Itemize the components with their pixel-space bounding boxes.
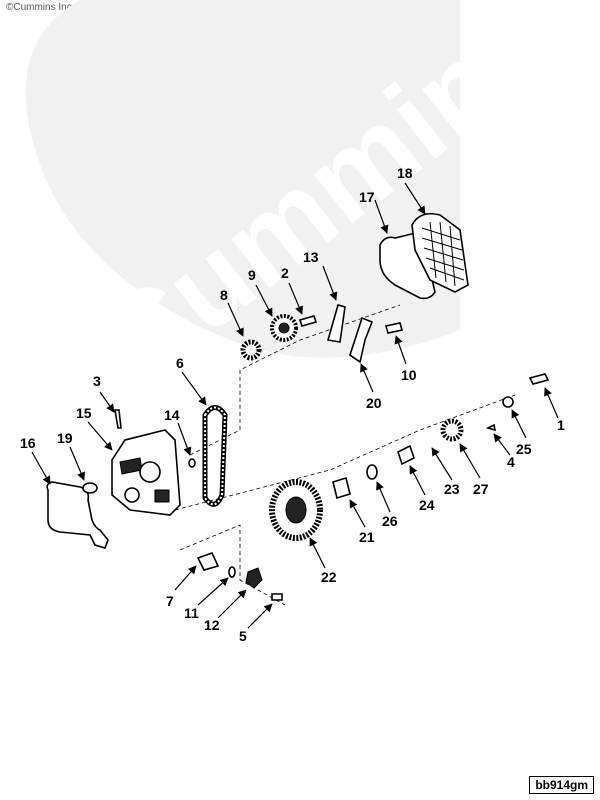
ring-11 — [228, 566, 236, 578]
gasket-16 — [46, 481, 109, 549]
leader-lines — [31, 182, 559, 629]
ring-26 — [366, 464, 378, 480]
label-23: 23 — [444, 481, 460, 497]
label-20: 20 — [366, 395, 382, 411]
bolt-2 — [298, 315, 318, 327]
label-16: 16 — [20, 435, 36, 451]
tensioner-20 — [349, 316, 374, 364]
gear-housing-15 — [111, 429, 181, 516]
gear-27 — [440, 418, 464, 442]
bolt-3 — [114, 409, 122, 429]
label-5: 5 — [239, 628, 247, 644]
label-17: 17 — [359, 189, 375, 205]
label-21: 21 — [359, 529, 375, 545]
spacer-21 — [332, 476, 351, 500]
label-27: 27 — [473, 481, 489, 497]
label-22: 22 — [321, 569, 337, 585]
pin-4 — [485, 423, 497, 432]
tensioner-arm-13 — [326, 304, 346, 343]
label-13: 13 — [303, 249, 319, 265]
label-14: 14 — [164, 407, 180, 423]
label-24: 24 — [419, 497, 435, 513]
label-8: 8 — [220, 287, 228, 303]
label-25: 25 — [516, 441, 532, 457]
label-4: 4 — [507, 454, 515, 470]
copyright-text: ©Cummins Inc — [6, 2, 72, 13]
gear-8 — [240, 339, 262, 361]
drawing-code: bb914gm — [529, 776, 594, 794]
label-11: 11 — [184, 605, 199, 621]
label-12: 12 — [204, 617, 220, 633]
gear-9 — [270, 314, 298, 342]
o-ring-19 — [82, 482, 98, 494]
label-3: 3 — [93, 373, 101, 389]
part-labels: 1 2 3 4 5 6 7 8 9 10 11 12 13 14 15 16 1… — [20, 165, 565, 644]
cover-18 — [411, 212, 469, 293]
label-19: 19 — [57, 430, 73, 446]
label-2: 2 — [281, 265, 289, 281]
label-9: 9 — [248, 267, 256, 283]
label-10: 10 — [401, 367, 417, 383]
plug-14 — [188, 458, 196, 468]
washer-25 — [502, 396, 514, 408]
pulley-12 — [245, 567, 263, 589]
bushing-24 — [397, 444, 415, 466]
shaft-7 — [196, 552, 220, 571]
bolt-10 — [384, 322, 404, 334]
label-1: 1 — [557, 417, 565, 433]
screw-5 — [271, 593, 283, 601]
belt-6 — [202, 405, 228, 507]
label-15: 15 — [76, 405, 92, 421]
watermark-logo: Cummins — [25, 0, 579, 410]
label-7: 7 — [166, 593, 174, 609]
bolt-1 — [528, 373, 550, 385]
gear-22 — [269, 479, 323, 541]
label-26: 26 — [382, 513, 398, 529]
label-18: 18 — [397, 165, 413, 181]
label-6: 6 — [176, 355, 184, 371]
